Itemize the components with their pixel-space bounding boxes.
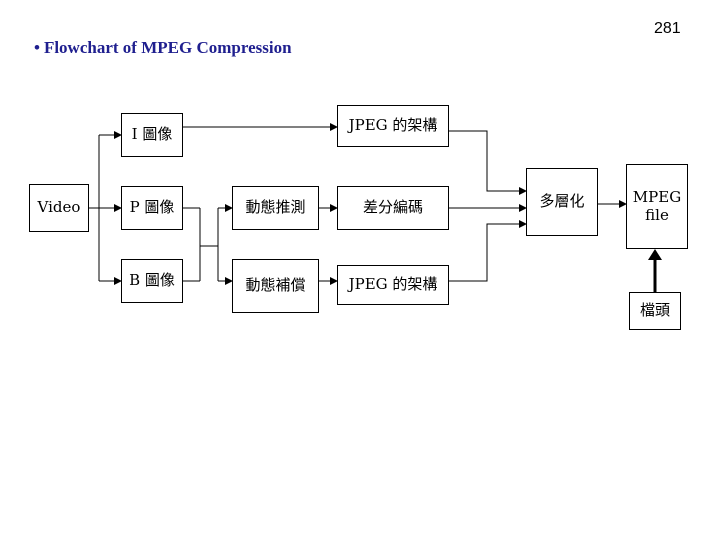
jpeg-bottom-label: JPEG 的架構 bbox=[348, 275, 438, 294]
diff-encoding-box: 差分編碼 bbox=[337, 186, 449, 230]
header-box: 檔頭 bbox=[629, 292, 681, 330]
bullet-icon: • bbox=[34, 38, 40, 57]
video-box: Video bbox=[29, 184, 89, 232]
b-frame-box: B 圖像 bbox=[121, 259, 183, 303]
p-frame-box: P 圖像 bbox=[121, 186, 183, 230]
page-number: 281 bbox=[654, 20, 681, 37]
jpeg-top-label: JPEG 的架構 bbox=[348, 116, 438, 135]
video-label: Video bbox=[37, 198, 81, 217]
motion-compensation-box: 動態補償 bbox=[232, 259, 319, 313]
b-frame-label: B 圖像 bbox=[129, 271, 175, 290]
jpeg-bottom-box: JPEG 的架構 bbox=[337, 265, 449, 305]
p-frame-label: P 圖像 bbox=[129, 198, 175, 217]
i-frame-label: I 圖像 bbox=[131, 125, 173, 144]
connector-jpeg-top-to-mux bbox=[449, 130, 527, 195]
mpeg-file-text: MPEG file bbox=[632, 188, 682, 224]
arrowhead-header-to-file bbox=[648, 249, 662, 260]
diff-encoding-label: 差分編碼 bbox=[362, 198, 423, 217]
motion-estimation-box: 動態推測 bbox=[232, 186, 319, 230]
connector-jpeg-bottom-to-mux bbox=[449, 220, 527, 282]
multiplex-label: 多層化 bbox=[539, 192, 585, 211]
header-label: 檔頭 bbox=[639, 301, 670, 320]
jpeg-top-box: JPEG 的架構 bbox=[337, 105, 449, 147]
multiplex-box: 多層化 bbox=[526, 168, 598, 236]
i-frame-box: I 圖像 bbox=[121, 113, 183, 157]
mpeg-file-box: MPEG file bbox=[626, 164, 688, 249]
motion-estimation-label: 動態推測 bbox=[245, 198, 306, 217]
title-text: Flowchart of MPEG Compression bbox=[43, 38, 292, 57]
mpeg-file-line1: MPEG bbox=[632, 188, 682, 207]
motion-compensation-label: 動態補償 bbox=[245, 276, 306, 295]
page-title: •Flowchart of MPEG Compression bbox=[34, 38, 292, 58]
mpeg-file-line2: file bbox=[645, 205, 669, 224]
